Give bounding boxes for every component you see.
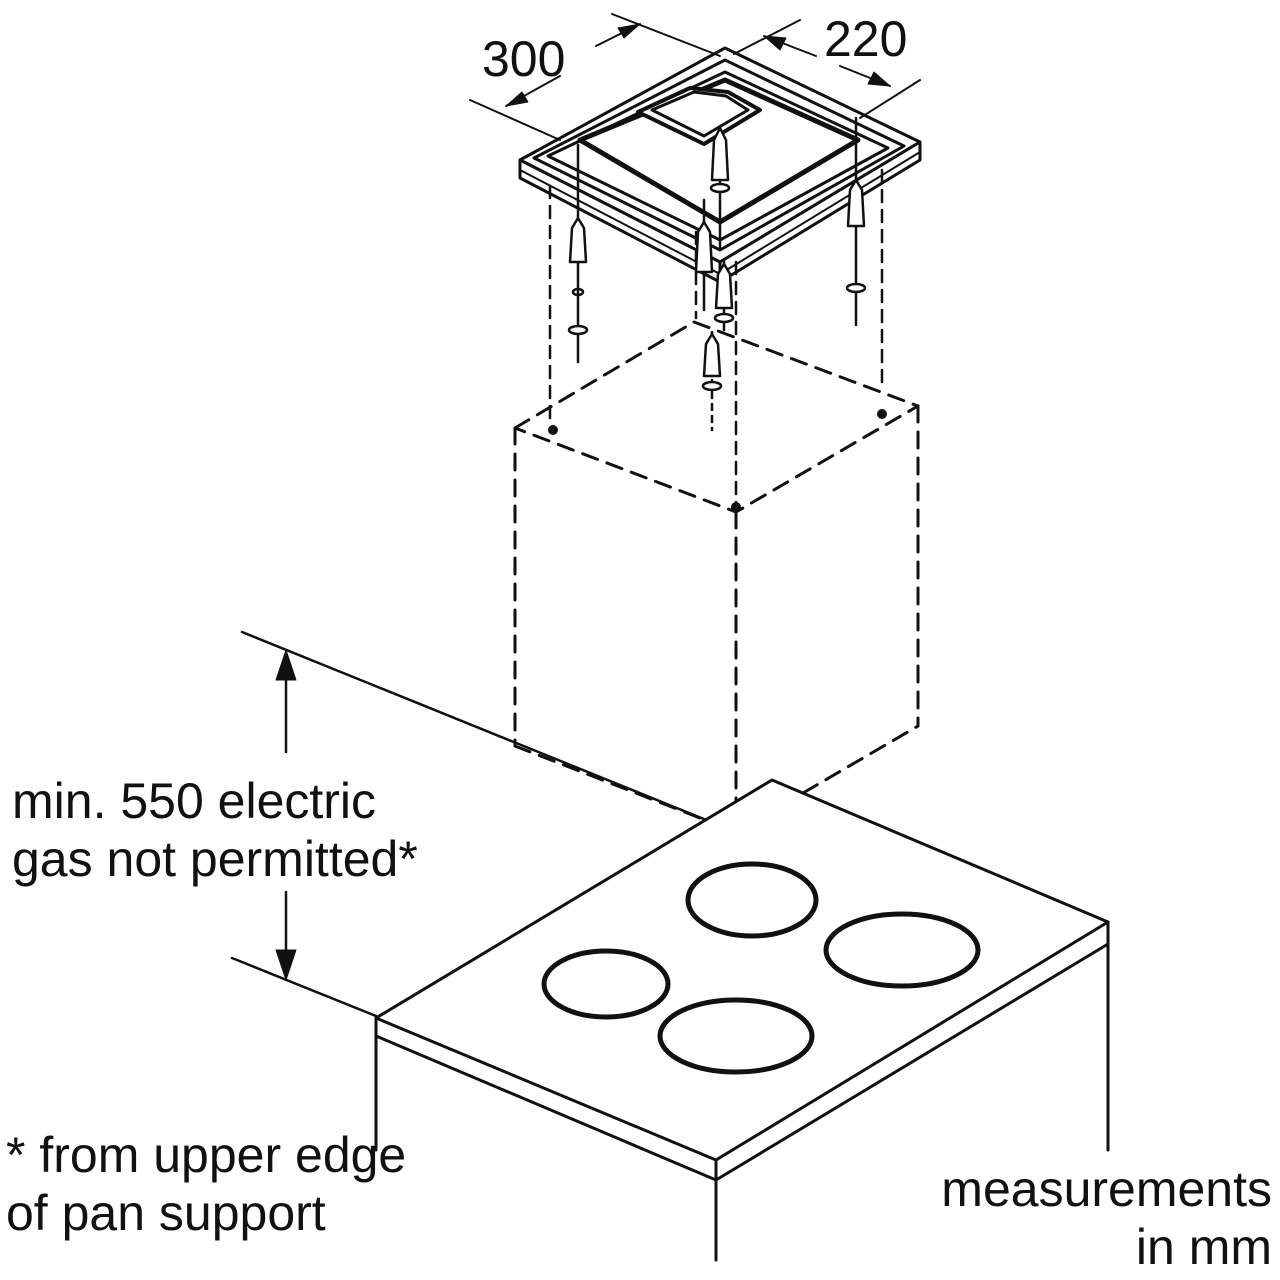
units-note: measurements in mm xyxy=(941,1160,1272,1276)
burner-back xyxy=(685,861,819,939)
clearance-line-1: min. 550 electric xyxy=(12,773,377,829)
cooktop-surface xyxy=(374,778,1110,1162)
clearance-note: min. 550 electric gas not permitted* xyxy=(12,772,418,888)
screw-front-center xyxy=(709,126,731,252)
footnote-line-1: * from upper edge xyxy=(6,1127,407,1183)
depth-dimension-label: 220 xyxy=(824,11,908,67)
burner-front xyxy=(657,997,815,1075)
footnote: * from upper edge of pan support xyxy=(6,1126,406,1242)
dimension-300 xyxy=(469,13,721,141)
units-line-2: in mm xyxy=(1135,1219,1272,1275)
footnote-line-2: of pan support xyxy=(6,1185,326,1241)
screw-back-2 xyxy=(713,260,735,332)
clearance-dimension xyxy=(230,630,738,1018)
clearance-line-2: gas not permitted* xyxy=(12,831,418,887)
screw-front-left xyxy=(567,143,589,364)
cooktop xyxy=(374,778,1110,1262)
hood-mount-points xyxy=(548,409,887,512)
alignment-lines xyxy=(548,168,884,507)
screw-right xyxy=(845,116,867,327)
units-line-1: measurements xyxy=(941,1161,1272,1217)
dimension-220 xyxy=(733,19,921,119)
frame-step-1 xyxy=(532,58,906,252)
screw-back-1 xyxy=(694,198,714,312)
screw-bottom xyxy=(701,330,723,432)
burner-right xyxy=(823,911,981,989)
width-dimension-label: 300 xyxy=(482,31,566,87)
hood-outline xyxy=(513,320,920,834)
burner-left xyxy=(541,948,671,1020)
